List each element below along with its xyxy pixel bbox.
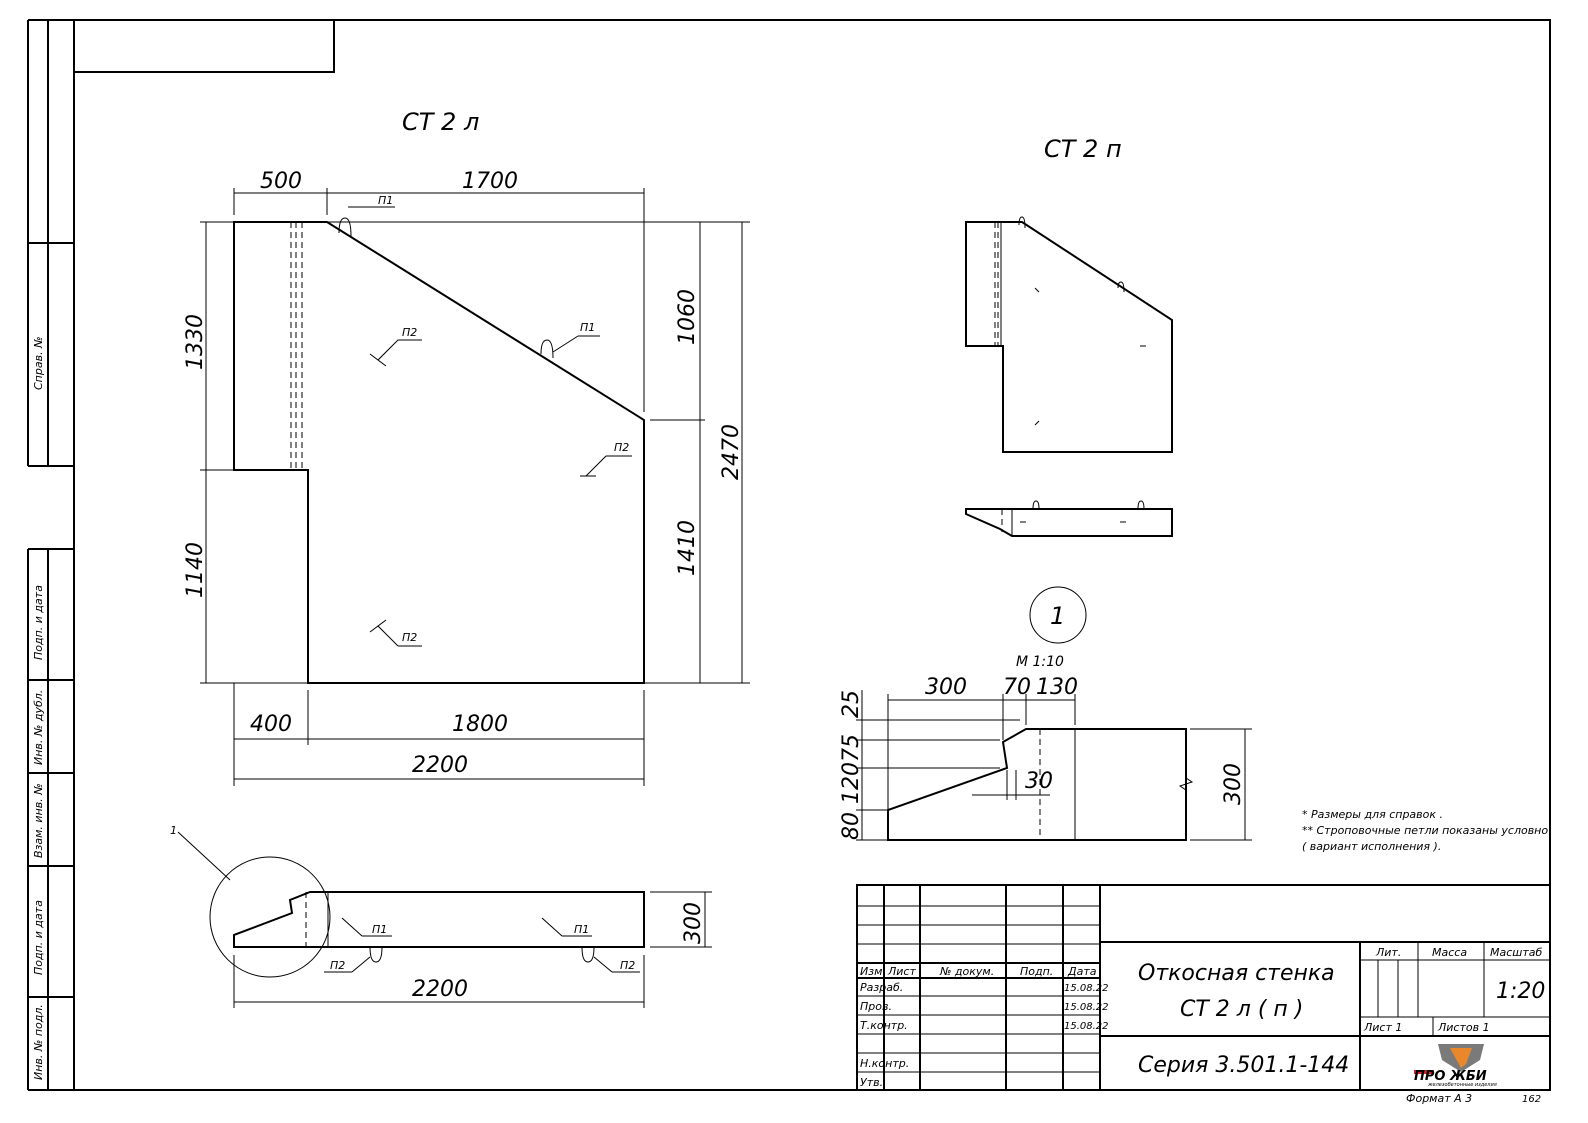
detail-dim-30: 30	[1025, 769, 1053, 794]
callout-p2: П2	[330, 959, 345, 972]
detail-dim-80: 80	[839, 812, 864, 840]
callout-ref-1: 1	[170, 824, 177, 837]
detail-dim-h300: 300	[1221, 763, 1246, 805]
tb-row-prov: Пров.	[860, 1000, 892, 1013]
sheet-frame	[73, 19, 1551, 1091]
detail-dim-25: 25	[839, 690, 864, 718]
right-view-title: СТ 2 п	[1044, 135, 1122, 163]
wall-plan-right	[965, 500, 1173, 537]
detail-dim-300: 300	[925, 675, 967, 700]
tb-col-podp: Подп.	[1020, 965, 1053, 978]
tb-series: Серия 3.501.1-144	[1138, 1053, 1349, 1078]
pro-zhbi-logo: ПРО ЖБИ железобетонные изделия	[1414, 1044, 1497, 1088]
callout-p1: П1	[372, 923, 387, 936]
tb-title-line-1: Откосная стенка	[1138, 961, 1335, 986]
callout-p2: П2	[402, 326, 417, 339]
footer-page: 162	[1522, 1094, 1541, 1105]
note-line-2: ** Строповочные петли показаны условно	[1302, 824, 1548, 837]
lifting-loop-icon	[540, 339, 554, 359]
tb-date-2: 15.08.22	[1064, 1002, 1109, 1013]
detail-number: 1	[1050, 602, 1065, 630]
tb-row-tkontr: Т.контр.	[860, 1019, 908, 1032]
detail-dim-70: 70	[1003, 675, 1031, 700]
dimensions-main: 500 1700 1330 1140 1060 1410 2470 400 18…	[183, 169, 750, 786]
tb-lit: Лит.	[1375, 946, 1401, 959]
tb-scale-value: 1:20	[1496, 979, 1545, 1004]
dim-500: 500	[260, 169, 302, 194]
tb-date-1: 15.08.22	[1064, 983, 1109, 994]
side-label-vzam-inv: Взам. инв. №	[32, 783, 45, 858]
wall-outline-right	[965, 216, 1173, 453]
dim-400: 400	[250, 712, 292, 737]
note-line-3: ( вариант исполнения ).	[1302, 840, 1441, 853]
plan-view: 1 П1 П1 П2 П2 300 2200	[170, 824, 712, 1008]
tb-col-doc: № докум.	[939, 965, 994, 978]
tb-row-utv: Утв.	[860, 1076, 883, 1089]
callouts-main: П1 П1 П2 П2 П2	[348, 194, 632, 647]
wall-outline-left	[233, 221, 645, 684]
logo-text: ПРО ЖБИ	[1414, 1069, 1487, 1084]
callout-p1: П1	[574, 923, 589, 936]
dim-1410: 1410	[675, 520, 700, 576]
detail-1: 1 М 1:10 300 70 130 25 75 120 80 30 300	[839, 586, 1252, 841]
lifting-loop-icon	[338, 217, 352, 237]
dim-2470: 2470	[719, 424, 744, 480]
dim-1800: 1800	[452, 712, 508, 737]
callout-p2: П2	[402, 631, 417, 644]
logo-bar	[1414, 1070, 1434, 1074]
plan-dim-300: 300	[681, 902, 706, 944]
tb-title-line-2: СТ 2 л ( п )	[1180, 997, 1303, 1022]
tb-row-razrab: Разраб.	[860, 981, 903, 994]
detail-dim-75: 75	[839, 734, 864, 762]
note-line-1: * Размеры для справок .	[1302, 808, 1443, 821]
tb-masshtab: Масштаб	[1490, 946, 1542, 959]
detail-dim-130: 130	[1036, 675, 1078, 700]
logo-flame-icon	[1450, 1048, 1472, 1068]
side-stamp: Справ. № Подп. и дата Инв. № дубл. Взам.…	[27, 19, 74, 1091]
side-label-sprav: Справ. №	[32, 336, 45, 390]
tb-massa: Масса	[1432, 946, 1467, 959]
tb-col-data: Дата	[1067, 965, 1097, 978]
callout-p1: П1	[378, 194, 393, 207]
top-left-stamp-box	[73, 19, 335, 73]
side-label-inv-podl: Инв. № подл.	[32, 1004, 45, 1080]
side-label-podp-data-2: Подп. и дата	[32, 900, 45, 975]
logo-subtext: железобетонные изделия	[1427, 1082, 1497, 1088]
tb-date-3: 15.08.22	[1064, 1021, 1109, 1032]
footer-format: Формат А 3	[1406, 1092, 1472, 1105]
callout-p2: П2	[614, 441, 629, 454]
callout-p1: П1	[580, 321, 595, 334]
left-view-title: СТ 2 л	[402, 108, 479, 136]
tb-sheet: Лист 1	[1363, 1021, 1402, 1034]
tb-col-list: Лист	[887, 965, 916, 978]
tb-row-nkontr: Н.контр.	[860, 1057, 909, 1070]
dim-1700: 1700	[462, 169, 518, 194]
side-label-podp-data-1: Подп. и дата	[32, 585, 45, 660]
detail-dim-120: 120	[839, 762, 864, 804]
plan-dim-2200: 2200	[412, 977, 468, 1002]
tb-sheets: Листов 1	[1437, 1021, 1490, 1034]
dim-1060: 1060	[675, 289, 700, 345]
callout-p2: П2	[620, 959, 635, 972]
detail-scale: М 1:10	[1016, 654, 1064, 670]
title-block: Изм. Лист № докум. Подп. Дата Разраб. Пр…	[856, 884, 1551, 1091]
side-label-inv-dubl: Инв. № дубл.	[32, 690, 45, 765]
dim-1140: 1140	[183, 542, 208, 598]
tb-col-izm: Изм.	[860, 965, 886, 978]
dim-2200: 2200	[412, 753, 468, 778]
dim-1330: 1330	[183, 314, 208, 370]
